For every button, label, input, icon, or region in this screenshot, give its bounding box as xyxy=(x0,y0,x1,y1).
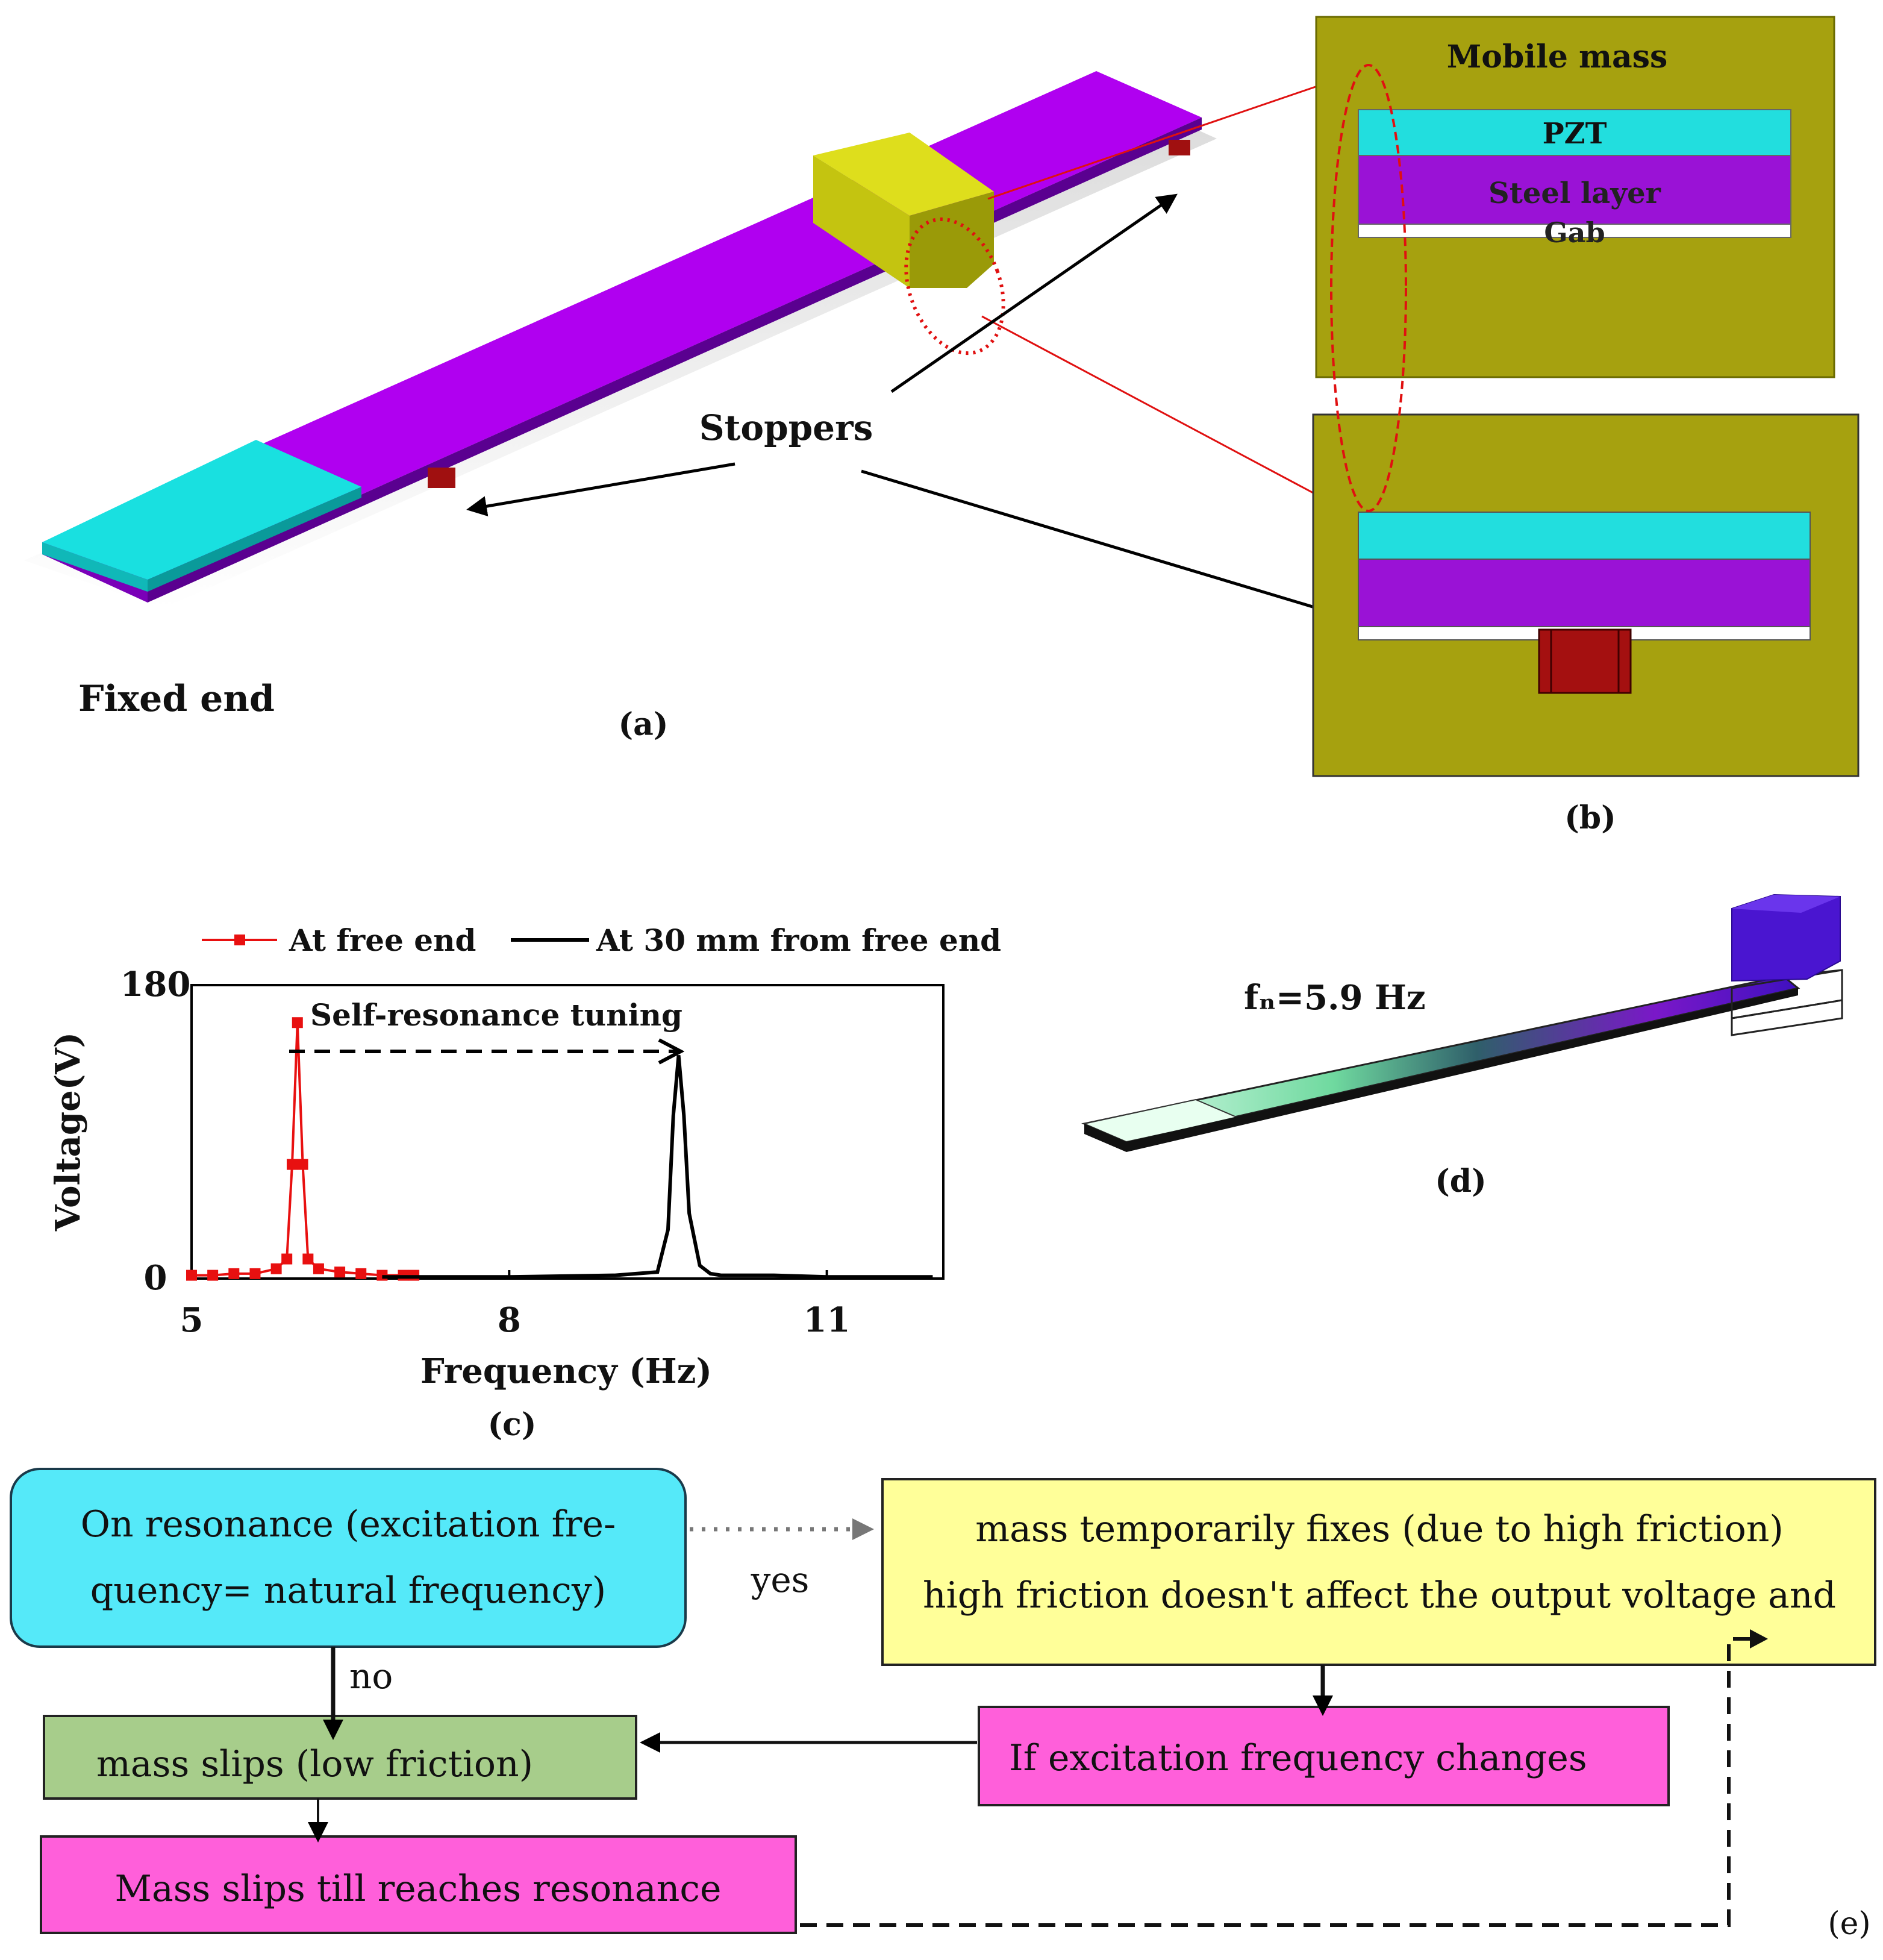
series-0-point-3 xyxy=(249,1268,261,1279)
zoom-line-bottom xyxy=(981,315,1350,513)
series-0-point-0 xyxy=(186,1270,197,1281)
chart-series xyxy=(186,1017,933,1281)
stopper-arrow-right xyxy=(890,193,1178,393)
series-0-point-10 xyxy=(313,1263,324,1274)
panel-c-voltage-chart: 5 8 11 0 180 Frequency (Hz) Voltage(V) At fr… xyxy=(48,922,1001,1443)
panel-a-label: (a) xyxy=(619,706,669,743)
box-mass-fixes-line1: mass temporarily fixes (due to high fric… xyxy=(975,1508,1784,1550)
label-no: no xyxy=(349,1656,393,1697)
chart-tick-labels: 5 8 11 0 180 xyxy=(120,965,851,1340)
panel-b-label: (b) xyxy=(1564,800,1616,836)
dashed-return-arrowhead xyxy=(1750,1629,1768,1648)
series-line-1 xyxy=(382,1055,933,1279)
box-on-resonance-line2: quency= natural frequency) xyxy=(90,1570,606,1612)
piezo-patch-end xyxy=(42,542,148,592)
mobile-mass-title: Mobile mass xyxy=(1447,39,1668,75)
box-on-resonance-line1: On resonance (excitation fre- xyxy=(81,1503,616,1545)
mobile-mass-side xyxy=(910,192,994,288)
legend-free-end-marker xyxy=(234,935,245,945)
series-0-point-11 xyxy=(334,1266,346,1278)
series-0-point-7 xyxy=(292,1017,303,1029)
series-0-point-8 xyxy=(297,1159,308,1170)
x-tick-label-1: 8 xyxy=(498,1300,521,1340)
panel-e-label: (e) xyxy=(1828,1906,1870,1942)
panel-c-label: (c) xyxy=(488,1406,537,1443)
stopper-right xyxy=(1169,140,1190,155)
piezo-patch-side xyxy=(148,487,361,592)
legend-free-end-label: At free end xyxy=(289,922,476,958)
chart-y-axis-label: Voltage(V) xyxy=(48,1032,88,1232)
undeformed-mass-outline-lower xyxy=(1731,999,1843,1036)
dashed-return-path xyxy=(800,1637,1750,1927)
pzt-layer-label: PZT xyxy=(1543,117,1607,151)
series-0-point-6 xyxy=(286,1159,298,1170)
natural-frequency-label: fₙ=5.9 Hz xyxy=(1244,978,1426,1018)
zoom-line-top xyxy=(987,70,1362,200)
mode-shape-beam-edge xyxy=(1126,988,1798,1152)
steel-layer-label: Steel layer xyxy=(1488,177,1661,210)
panel-d-label: (d) xyxy=(1435,1163,1487,1200)
box-frequency-changes-text: If excitation frequency changes xyxy=(1009,1737,1587,1779)
x-tick-label-0: 5 xyxy=(180,1300,204,1340)
stoppers-label: Stoppers xyxy=(699,407,873,448)
stopper-cross-section xyxy=(1538,628,1632,694)
box-slips-till-resonance xyxy=(40,1835,797,1934)
mode-shape-mass-top xyxy=(1732,895,1840,913)
gap-label: Gab xyxy=(1544,216,1605,249)
series-0-point-5 xyxy=(281,1253,293,1265)
panel-a-beam-model: Stoppers Fixed end (a) xyxy=(24,70,1543,743)
stopper-arrow-left xyxy=(466,462,735,517)
piezo-patch-top xyxy=(42,440,361,580)
chart-x-axis-label: Frequency (Hz) xyxy=(420,1351,712,1391)
box-mass-slips-text: mass slips (low friction) xyxy=(96,1743,533,1785)
stopper-left xyxy=(428,468,455,488)
zoom-highlight-ellipse xyxy=(904,217,1005,355)
mobile-mass-front xyxy=(813,155,910,288)
steel-beam-side xyxy=(148,117,1202,603)
gap-layer xyxy=(1358,224,1791,238)
box-mass-fixes xyxy=(881,1478,1876,1666)
x-tick-label-2: 11 xyxy=(804,1300,851,1340)
box-on-resonance xyxy=(10,1468,687,1648)
mode-shape-end-left xyxy=(1084,1124,1126,1152)
chart-plot-area xyxy=(190,984,945,1280)
series-line-0 xyxy=(192,1022,414,1277)
box-slips-till-resonance-text: Mass slips till reaches resonance xyxy=(115,1868,722,1910)
mobile-mass-top xyxy=(813,133,994,216)
series-0-point-4 xyxy=(270,1263,282,1274)
series-0-point-2 xyxy=(228,1268,240,1279)
pzt-layer-2 xyxy=(1358,512,1811,560)
panel-b-cross-sections: Mobile mass PZT Steel layer Gab (b) xyxy=(1312,16,1860,836)
label-yes: yes xyxy=(751,1559,810,1600)
box-frequency-changes xyxy=(978,1706,1670,1806)
series-0-point-9 xyxy=(302,1253,314,1265)
box-mass-fixes-line2: high friction doesn't affect the output … xyxy=(923,1574,1836,1617)
legend-30mm-label: At 30 mm from free end xyxy=(596,922,1001,958)
panel-e-flowchart: On resonance (excitation fre- quency= na… xyxy=(10,1468,1876,1942)
series-0-point-12 xyxy=(355,1268,367,1279)
steel-layer-2 xyxy=(1358,559,1811,627)
zoom-ellipse-b xyxy=(1330,64,1407,512)
self-resonance-annotation: Self-resonance tuning xyxy=(310,997,682,1033)
series-0-point-1 xyxy=(207,1270,219,1281)
y-tick-label-0: 0 xyxy=(144,1258,167,1298)
fixed-end-label: Fixed end xyxy=(78,678,275,720)
y-tick-label-1: 180 xyxy=(120,965,191,1004)
panel-d-mode-shape: fₙ=5.9 Hz (d) xyxy=(1081,894,1843,1200)
